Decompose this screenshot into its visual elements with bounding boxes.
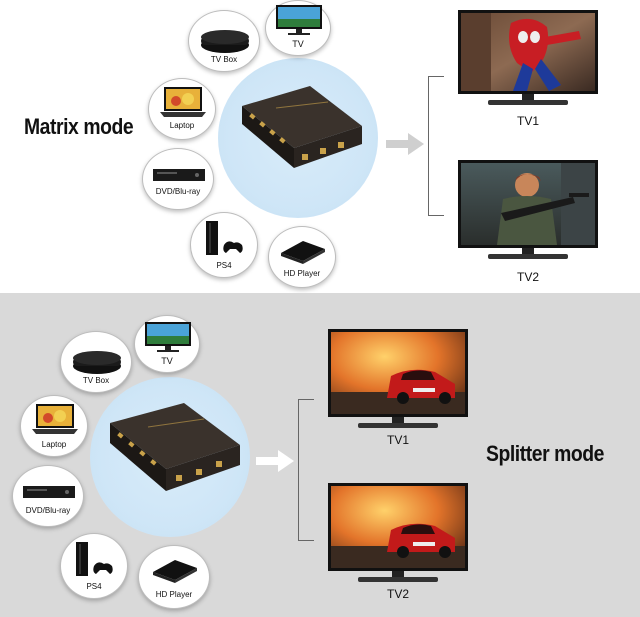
hd-player-icon <box>281 241 325 264</box>
tv-source-label: TV <box>161 356 173 366</box>
tv2-soldier-image <box>461 163 595 245</box>
tv1-racecar-image <box>331 332 465 414</box>
tv-source-bubble: TV <box>265 0 331 56</box>
matrix-mode-panel: Matrix mode TV Box TV Laptop <box>0 0 640 293</box>
tv1-screen <box>328 329 468 417</box>
splitter-mode-title: Splitter mode <box>486 441 604 466</box>
ps4-bubble: PS4 <box>60 533 128 599</box>
laptop-icon <box>160 87 206 117</box>
tv1-label: TV1 <box>516 114 539 128</box>
dvd-bubble: DVD/Blu-ray <box>142 148 214 210</box>
laptop-icon <box>32 404 78 434</box>
dvd-bubble: DVD/Blu-ray <box>12 465 84 527</box>
dvd-label: DVD/Blu-ray <box>25 506 71 515</box>
hdmi-matrix-switcher <box>242 86 362 168</box>
tv1-spiderman-image <box>461 13 595 91</box>
ps4-label: PS4 <box>86 582 102 591</box>
ps4-bubble: PS4 <box>190 212 258 278</box>
hd-player-bubble: HD Player <box>138 545 210 609</box>
tv2-racecar-image <box>331 486 465 568</box>
tv1-screen <box>458 10 598 94</box>
output-arrow-icon <box>256 450 294 472</box>
tv2-screen <box>328 483 468 571</box>
tv-box-bubble: TV Box <box>188 10 260 72</box>
tv-box-bubble: TV Box <box>60 331 132 393</box>
ps4-icon <box>206 221 243 255</box>
dvd-player-icon <box>153 169 205 181</box>
hd-player-label: HD Player <box>155 590 193 599</box>
tv-source-bubble: TV <box>134 315 200 373</box>
output-arrow-icon <box>386 133 424 155</box>
dvd-label: DVD/Blu-ray <box>155 187 201 196</box>
tv1-label: TV1 <box>386 433 409 447</box>
tv-box-icon <box>73 351 121 374</box>
tv-box-label: TV Box <box>82 376 110 385</box>
output-bracket <box>428 76 444 216</box>
laptop-bubble: Laptop <box>148 78 216 140</box>
laptop-bubble: Laptop <box>20 395 88 457</box>
hd-player-icon <box>153 560 197 583</box>
tv-source-icon <box>145 322 191 352</box>
tv1-display <box>458 10 598 106</box>
tv2-display <box>328 483 468 583</box>
laptop-label: Laptop <box>169 121 195 130</box>
hdmi-matrix-switcher <box>110 403 240 491</box>
splitter-mode-panel: Splitter mode TV Box TV Laptop <box>0 293 640 617</box>
tv2-label: TV2 <box>516 270 539 284</box>
matrix-mode-title: Matrix mode <box>24 114 134 139</box>
hd-player-label: HD Player <box>283 269 321 278</box>
tv2-screen <box>458 160 598 248</box>
tv-box-label: TV Box <box>210 55 238 64</box>
ps4-icon <box>76 542 113 576</box>
tv-source-icon <box>276 5 322 35</box>
tv2-display <box>458 160 598 260</box>
tv2-label: TV2 <box>386 587 409 601</box>
hd-player-bubble: HD Player <box>268 226 336 288</box>
tv1-display <box>328 329 468 429</box>
ps4-label: PS4 <box>216 261 232 270</box>
laptop-label: Laptop <box>41 440 67 449</box>
tv-box-icon <box>201 30 249 53</box>
tv-source-label: TV <box>292 39 304 49</box>
dvd-player-icon <box>23 486 75 498</box>
output-bracket <box>298 399 314 541</box>
